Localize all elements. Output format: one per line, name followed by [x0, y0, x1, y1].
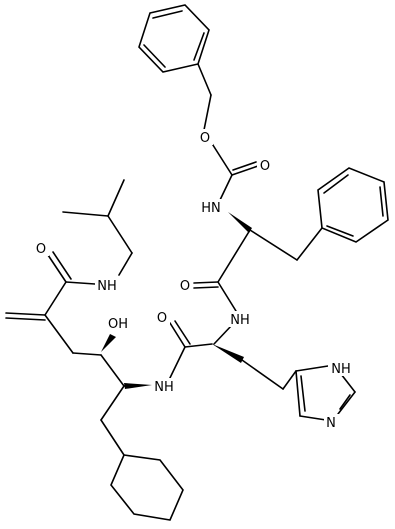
svg-text:NH: NH	[331, 362, 351, 377]
benzyl-o-bond	[203, 94, 212, 131]
svg-text:HN: HN	[201, 201, 221, 216]
phe-ring-bond	[296, 227, 323, 261]
svg-text:O: O	[200, 131, 210, 146]
atom-label-imidazole-nh: NH	[328, 360, 354, 377]
chain-bond-3	[44, 314, 74, 354]
chain-wedge-bond	[124, 383, 152, 389]
isobutyl-bond-3	[62, 211, 109, 217]
svg-text:O: O	[36, 242, 46, 257]
his-wedge-bond	[212, 344, 244, 363]
isobutyl-bond-4	[107, 179, 125, 217]
cyclohexyl-ring-icon	[110, 454, 184, 521]
isobutyl-bond-1	[118, 252, 133, 276]
chain-bond-2	[72, 352, 102, 356]
svg-text:O: O	[260, 159, 270, 174]
atom-label-hydroxyl: OH	[106, 315, 130, 332]
svg-text:N: N	[326, 416, 336, 431]
his-amide-n-bond	[167, 346, 186, 383]
atom-label-amide-o-his: O	[155, 309, 170, 326]
his-co-double-a	[169, 322, 186, 348]
cyclohexyl-ch2-bond-1	[100, 385, 125, 421]
atom-label-carbonyl-o-top: O	[257, 157, 272, 174]
left-amide-n-bond	[65, 281, 96, 285]
imidazole-icon	[295, 365, 356, 421]
phe-ch2-bond	[249, 229, 298, 261]
his-carbonyl-bond	[184, 343, 213, 348]
phe-carbonyl-bond	[217, 229, 251, 283]
atom-label-amide-o-left: O	[34, 240, 49, 257]
atom-label-nh-his: NH	[152, 378, 176, 395]
atom-label-amide-nh-left: NH	[95, 277, 119, 294]
svg-text:O: O	[180, 279, 190, 294]
svg-text:NH: NH	[154, 380, 174, 395]
methylene-double-b	[5, 317, 46, 321]
phe-n-bond	[217, 281, 237, 312]
phe-wedge-bond	[228, 212, 252, 233]
benzyl-ring-icon	[138, 4, 210, 73]
left-co-double-a	[47, 254, 67, 283]
atom-label-nh-carbamate: HN	[199, 199, 223, 216]
isobutyl-bond-2	[107, 215, 133, 254]
svg-text:NH: NH	[230, 313, 250, 328]
his-co-double-b	[174, 320, 191, 345]
phe-co-double-b	[193, 286, 219, 289]
atom-label-imidazole-n: N	[324, 414, 339, 431]
phenyl-ring-icon	[317, 167, 389, 243]
methylene-double-a	[5, 312, 46, 316]
atom-label-amide-o-middle: O	[178, 277, 193, 294]
chain-bond-4	[44, 281, 67, 316]
svg-text:OH: OH	[108, 317, 128, 332]
svg-text:NH: NH	[97, 279, 117, 294]
left-co-double-b	[52, 251, 72, 280]
carbamate-icon	[210, 141, 259, 201]
atom-label-nh-middle: NH	[228, 311, 252, 328]
cyclohexyl-ch2-bond-2	[100, 419, 125, 456]
his-n-bond	[213, 324, 233, 345]
chain-bond-1	[100, 354, 125, 387]
hydroxyl-wedge-bond	[101, 334, 116, 352]
svg-text:O: O	[157, 311, 167, 326]
phe-co-double-a	[193, 281, 219, 284]
his-ch2-bond	[241, 359, 284, 390]
atom-label-ester-o: O	[198, 129, 213, 146]
his-ring-bond	[282, 370, 297, 390]
benzyl-ch2-bond	[197, 63, 212, 96]
